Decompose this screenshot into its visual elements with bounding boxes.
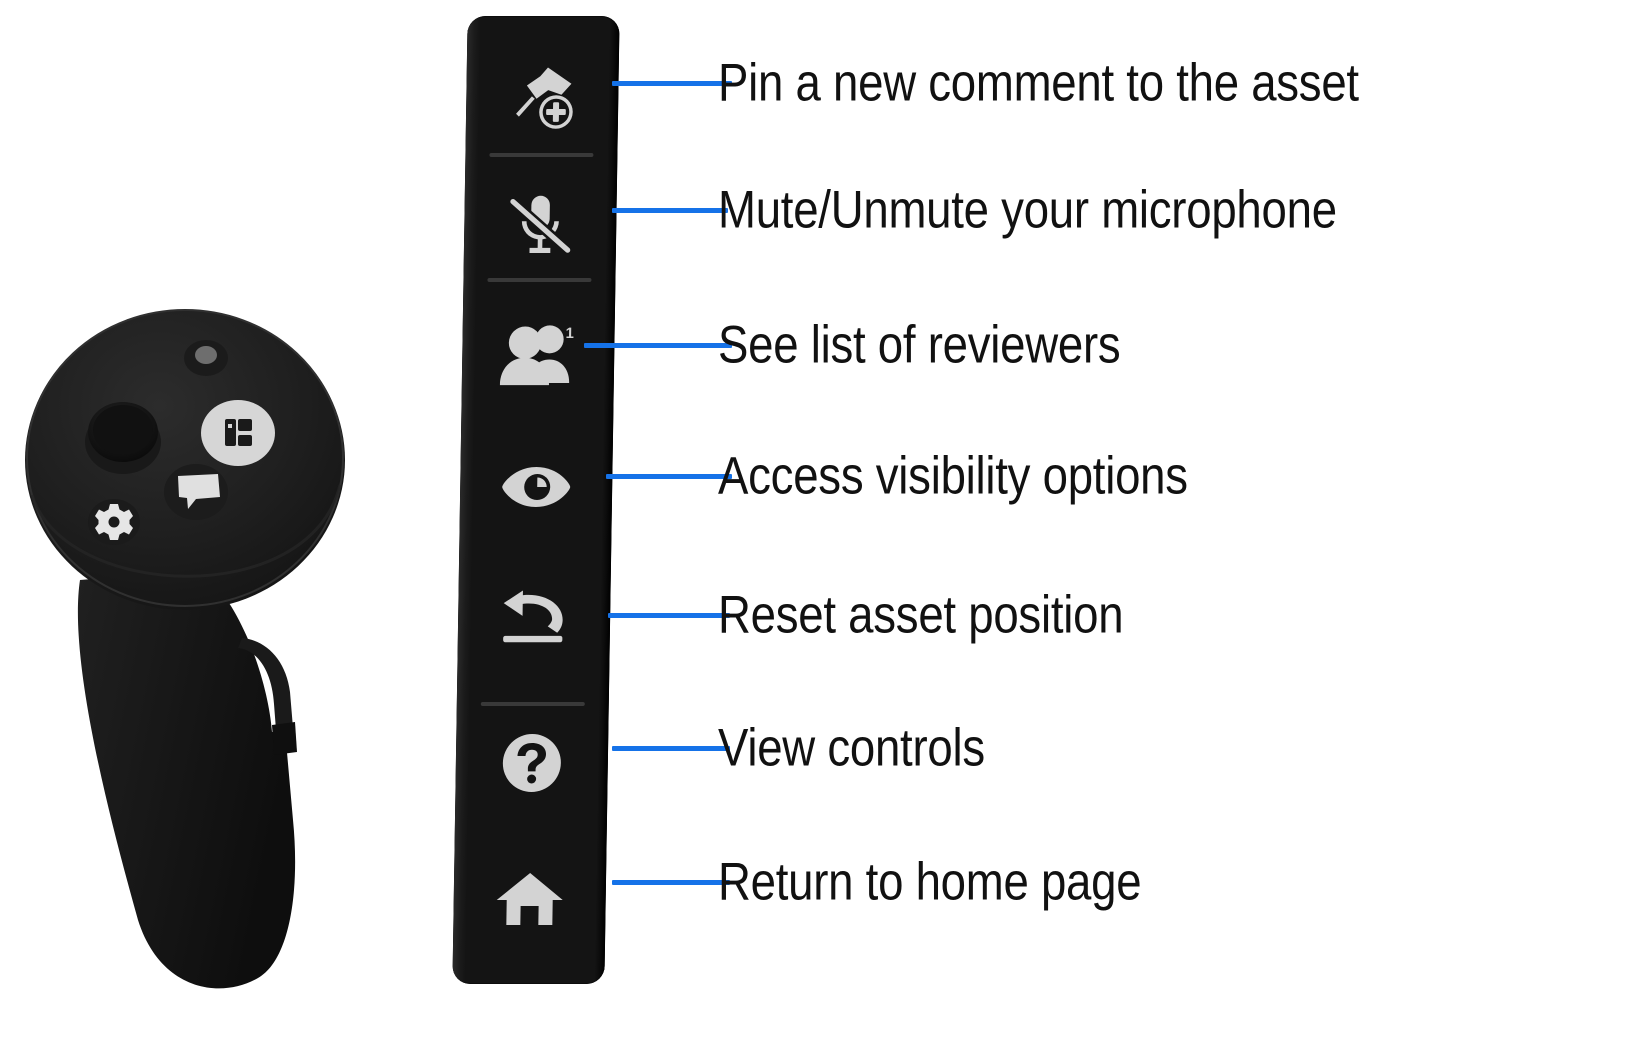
question-mark-circle-icon <box>502 734 561 792</box>
leader-line <box>612 80 732 86</box>
comment-button[interactable] <box>164 464 228 520</box>
callout-text: View controls <box>718 718 985 778</box>
menu-button[interactable] <box>201 400 275 466</box>
menu-separator <box>487 278 592 282</box>
callout-label-4: Reset asset position <box>718 589 1189 642</box>
menu-item-mute-microphone[interactable] <box>464 184 617 270</box>
settings-gear-button[interactable] <box>88 499 140 545</box>
callout-text: See list of reviewers <box>718 315 1121 375</box>
callout-label-3: Access visibility options <box>718 450 1264 503</box>
controller-grip <box>77 570 297 989</box>
callout-text: Reset asset position <box>718 585 1124 645</box>
eye-visibility-icon <box>502 467 571 507</box>
callout-label-2: See list of reviewers <box>718 319 1186 372</box>
leader-line <box>612 879 730 885</box>
menu-item-pin-comment[interactable] <box>466 54 619 140</box>
callout-text: Access visibility options <box>718 446 1188 506</box>
leader-line <box>612 207 728 213</box>
thumbstick[interactable] <box>85 402 161 474</box>
microphone-muted-icon <box>507 195 573 256</box>
vr-controller <box>10 300 410 1000</box>
reviewers-count-badge: 1 <box>565 325 575 342</box>
menu-separator <box>480 702 585 706</box>
sensor-led <box>184 340 228 376</box>
callout-label-5: View controls <box>718 722 1028 775</box>
leader-line <box>612 745 730 751</box>
menu-item-see-reviewers[interactable]: 1 <box>462 312 615 398</box>
callout-label-1: Mute/Unmute your microphone <box>718 184 1438 237</box>
menu-item-view-controls[interactable] <box>455 720 608 806</box>
callout-label-6: Return to home page <box>718 856 1210 909</box>
callout-text: Pin a new comment to the asset <box>718 53 1359 113</box>
callout-text: Mute/Unmute your microphone <box>718 180 1337 240</box>
menu-item-visibility-options[interactable] <box>460 444 613 530</box>
callout-text: Return to home page <box>718 852 1142 912</box>
reviewers-people-icon <box>499 325 570 386</box>
leader-line <box>606 473 732 479</box>
pin-add-comment-icon <box>516 67 573 129</box>
menu-item-reset-asset-position[interactable] <box>457 576 610 662</box>
menu-item-return-home[interactable] <box>453 856 606 942</box>
leader-line <box>608 612 730 618</box>
callout-label-0: Pin a new comment to the asset <box>718 57 1463 110</box>
leader-line <box>584 342 732 348</box>
reset-undo-arrow-icon <box>503 590 563 643</box>
vr-radial-menu-panel: 1 <box>452 16 620 984</box>
menu-separator <box>489 153 594 157</box>
home-icon <box>496 873 563 925</box>
